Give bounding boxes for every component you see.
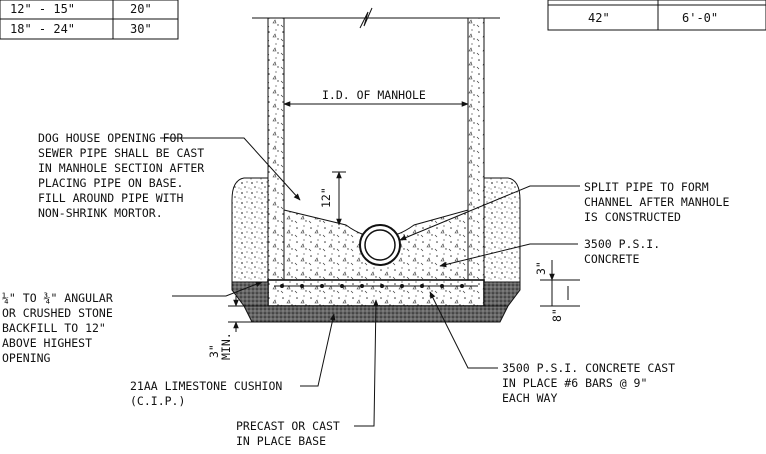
table-left-cell: 30" xyxy=(130,22,152,36)
manhole-wall-left xyxy=(267,17,285,281)
note-concrete: 3500 P.S.I. CONCRETE xyxy=(584,237,660,266)
dim-3-min: 3" MIN. xyxy=(207,296,258,360)
rebar-dots xyxy=(274,284,478,288)
note-line: PRECAST OR CAST xyxy=(236,419,340,433)
note-line: 3500 P.S.I. CONCRETE CAST xyxy=(502,361,675,375)
table-left-cell: 20" xyxy=(130,2,152,16)
note-line: 3500 P.S.I. xyxy=(584,237,660,251)
note-line: (C.I.P.) xyxy=(130,394,185,408)
note-cast-in-place: 3500 P.S.I. CONCRETE CAST IN PLACE #6 BA… xyxy=(502,361,675,405)
dim-min-label: MIN. xyxy=(219,332,233,360)
note-line: OR CRUSHED STONE xyxy=(2,306,113,320)
note-line: OPENING xyxy=(2,351,51,365)
note-line: PLACING PIPE ON BASE. xyxy=(38,176,183,190)
sewer-pipe xyxy=(359,224,401,266)
dim-3-top: 3" xyxy=(534,260,580,281)
dim-8-label: 8" xyxy=(550,308,564,322)
note-line: ABOVE HIGHEST xyxy=(2,336,92,350)
stone-backfill xyxy=(231,177,521,283)
id-label: I.D. OF MANHOLE xyxy=(322,88,426,102)
note-limestone: 21AA LIMESTONE CUSHION (C.I.P.) xyxy=(130,379,282,408)
note-line: FILL AROUND PIPE WITH xyxy=(38,191,183,205)
leader-backfill xyxy=(172,281,263,297)
limestone-cushion xyxy=(231,281,521,323)
note-line: CONCRETE xyxy=(584,252,639,266)
note-backfill: ¼" TO ¾" ANGULAR OR CRUSHED STONE BACKFI… xyxy=(2,291,113,365)
note-line: 21AA LIMESTONE CUSHION xyxy=(130,379,282,393)
note-base: PRECAST OR CAST IN PLACE BASE xyxy=(236,419,340,448)
note-line: NON-SHRINK MORTOR. xyxy=(38,206,163,220)
table-right-cell: 6'-0" xyxy=(682,11,718,25)
dim-12: 12" xyxy=(319,171,346,226)
leader-split-pipe xyxy=(399,185,580,241)
dim-3-label: 3" xyxy=(534,261,548,275)
note-line: ¼" TO ¾" ANGULAR xyxy=(2,291,113,305)
note-line: BACKFILL TO 12" xyxy=(2,321,106,335)
leader-concrete xyxy=(439,243,578,268)
table-right-cell: 42" xyxy=(588,11,610,25)
table-left: 12" - 15" 20" 18" - 24" 30" xyxy=(0,0,179,40)
note-dog-house: DOG HOUSE OPENING FOR SEWER PIPE SHALL B… xyxy=(38,131,204,220)
dim-8: 8" xyxy=(540,280,580,322)
leader-dog-house xyxy=(160,137,301,201)
dim-3-min-label: 3" xyxy=(207,344,221,358)
leader-limestone xyxy=(300,313,336,387)
note-line: DOG HOUSE OPENING FOR xyxy=(38,131,183,145)
table-right: 42" 6'-0" xyxy=(547,0,766,31)
manhole-wall-right xyxy=(467,17,485,281)
table-left-cell: 18" - 24" xyxy=(10,22,75,36)
table-left-cell: 12" - 15" xyxy=(10,2,75,16)
note-line: IN PLACE #6 BARS @ 9" xyxy=(502,376,647,390)
note-line: EACH WAY xyxy=(502,391,557,405)
leader-cast-in-place xyxy=(429,291,498,369)
note-split-pipe: SPLIT PIPE TO FORM CHANNEL AFTER MANHOLE… xyxy=(584,180,729,224)
id-dimension: I.D. OF MANHOLE xyxy=(283,88,469,107)
break-symbol xyxy=(359,7,373,29)
leader-base xyxy=(354,299,379,427)
note-line: CHANNEL AFTER MANHOLE xyxy=(584,195,729,209)
note-line: IN PLACE BASE xyxy=(236,434,326,448)
dim-12-label: 12" xyxy=(319,187,333,208)
note-line: SPLIT PIPE TO FORM xyxy=(584,180,709,194)
note-line: IN MANHOLE SECTION AFTER xyxy=(38,161,204,175)
note-line: SEWER PIPE SHALL BE CAST xyxy=(38,146,204,160)
note-line: IS CONSTRUCTED xyxy=(584,210,681,224)
